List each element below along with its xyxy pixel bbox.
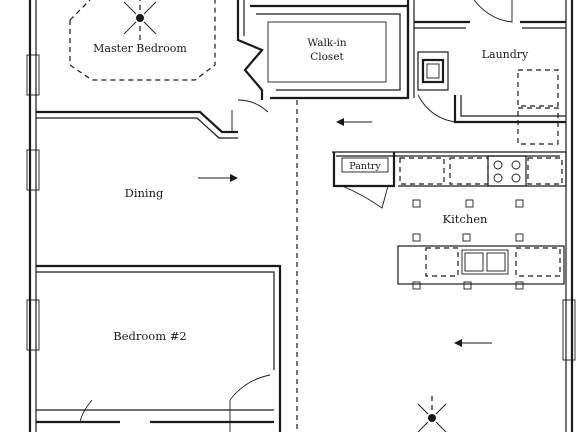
pantry-label: Pantry — [349, 161, 381, 172]
stove-icon — [487, 155, 527, 187]
master-bedroom-room — [36, 0, 269, 139]
laundry-room — [414, 0, 566, 145]
ceiling-fan-icon — [417, 396, 447, 432]
arrow-right-icon — [198, 174, 238, 182]
walk-in-closet-label-2: Closet — [310, 51, 344, 63]
bedroom-2-room — [36, 264, 282, 432]
dining-label: Dining — [125, 186, 164, 200]
pantry-room — [332, 152, 396, 209]
arrow-left-icon — [454, 339, 492, 347]
walk-in-closet-label-1: Walk-in — [307, 37, 347, 49]
laundry-label: Laundry — [482, 48, 529, 61]
master-bedroom-label: Master Bedroom — [93, 42, 187, 55]
exterior-walls — [26, 0, 576, 432]
arrow-left-icon — [336, 118, 372, 126]
water-heater-icon — [417, 51, 449, 91]
sink-icon — [461, 249, 509, 275]
kitchen-label: Kitchen — [443, 212, 489, 226]
recessed-lights — [412, 199, 524, 290]
ceiling-fan-icon — [123, 0, 157, 40]
walk-in-closet-room — [250, 0, 415, 100]
bedroom-2-label: Bedroom #2 — [113, 329, 186, 343]
